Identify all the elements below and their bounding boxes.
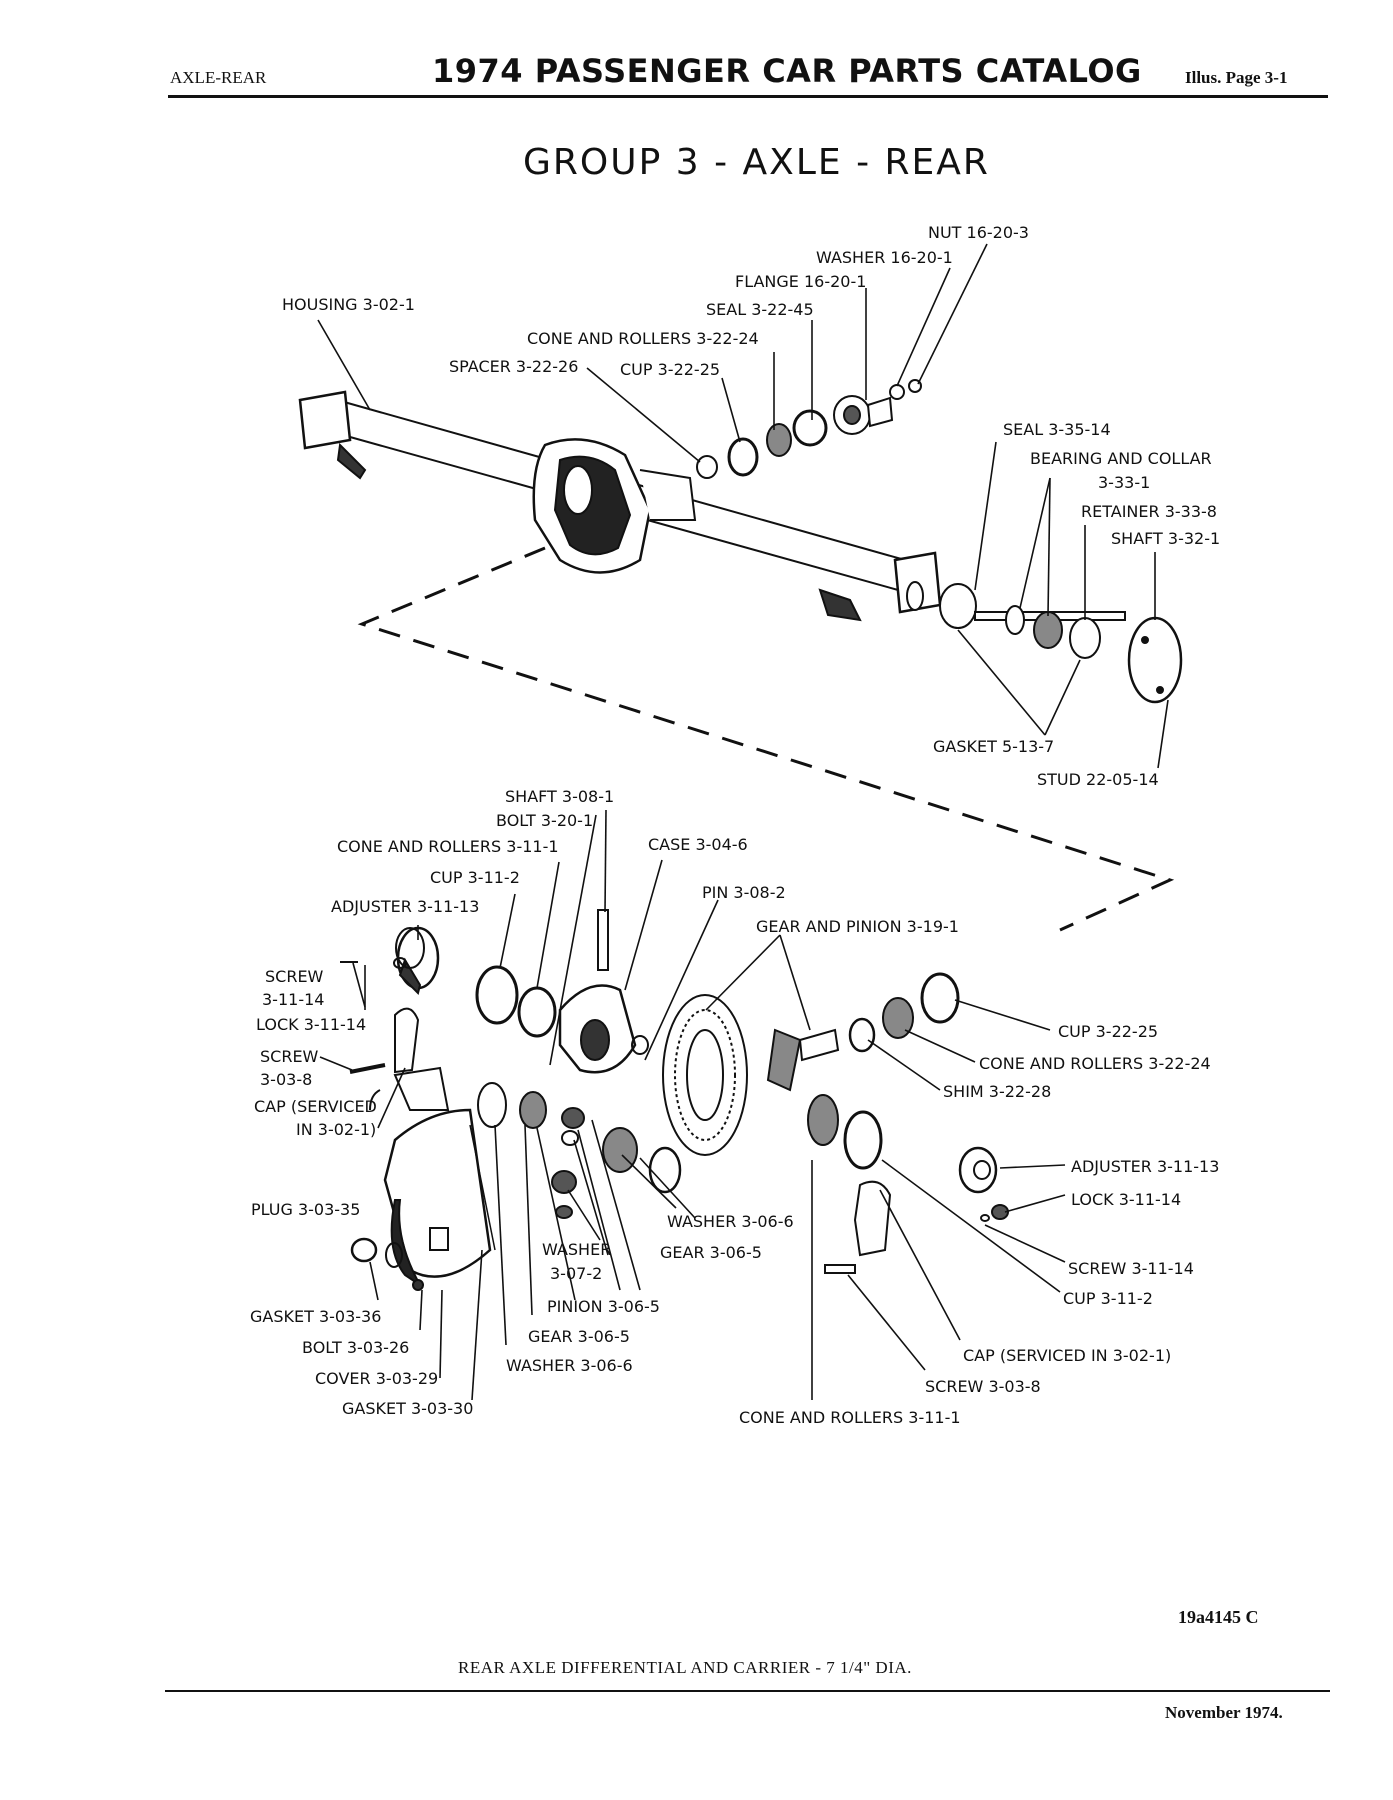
label-nut: NUT 16-20-3 [928, 223, 1029, 242]
label-gear-605-a: GEAR 3-06-5 [660, 1243, 762, 1262]
ring-gear-drawing [340, 927, 1009, 1274]
label-seal-top: SEAL 3-22-45 [706, 300, 814, 319]
pinion-top-parts [696, 379, 922, 479]
label-gasket-axle: GASKET 5-13-7 [933, 737, 1055, 756]
label-washer-606-a: WASHER 3-06-6 [667, 1212, 794, 1231]
dashed-connection [357, 546, 1175, 932]
label-cup-top: CUP 3-22-25 [620, 360, 721, 379]
label-bearing-collar-number: 3-33-1 [1098, 473, 1151, 492]
footer-rule [165, 1690, 1330, 1692]
figure-caption: REAR AXLE DIFFERENTIAL AND CARRIER - 7 1… [458, 1658, 912, 1677]
label-cap-right: CAP (SERVICED IN 3-02-1) [963, 1346, 1172, 1365]
label-flange: FLANGE 16-20-1 [735, 272, 867, 291]
label-adjuster-left: ADJUSTER 3-11-13 [331, 897, 480, 916]
label-spacer: SPACER 3-22-26 [449, 357, 579, 376]
axle-shaft-parts [906, 581, 1183, 704]
label-cover: COVER 3-03-29 [315, 1369, 439, 1388]
catalog-title: 1974 PASSENGER CAR PARTS CATALOG [432, 52, 1142, 90]
label-screw-left: SCREW [265, 967, 324, 986]
label-screw-right: SCREW 3-11-14 [1068, 1259, 1194, 1278]
axle-housing-drawing [298, 390, 942, 622]
label-gasket-3030: GASKET 3-03-30 [342, 1399, 474, 1418]
label-cup-left: CUP 3-11-2 [430, 868, 520, 887]
label-cup-right-lower: CUP 3-11-2 [1063, 1289, 1153, 1308]
figure-number: 19a4145 C [1178, 1607, 1259, 1627]
label-retainer: RETAINER 3-33-8 [1081, 502, 1217, 521]
label-gasket-cover: GASKET 3-03-36 [250, 1307, 382, 1326]
label-plug: PLUG 3-03-35 [251, 1200, 361, 1219]
label-lock-right: LOCK 3-11-14 [1071, 1190, 1182, 1209]
label-cone-rollers-bottom: CONE AND ROLLERS 3-11-1 [739, 1408, 961, 1427]
label-shaft-axle: SHAFT 3-32-1 [1111, 529, 1221, 548]
label-cup-right: CUP 3-22-25 [1058, 1022, 1159, 1041]
label-case: CASE 3-04-6 [648, 835, 748, 854]
label-housing: HOUSING 3-02-1 [282, 295, 415, 314]
label-pin: PIN 3-08-2 [702, 883, 786, 902]
label-screw-cap: SCREW [260, 1047, 319, 1066]
group-title: GROUP 3 - AXLE - REAR [523, 142, 990, 183]
label-screw-cap-number: 3-03-8 [260, 1070, 313, 1089]
label-washer-top: WASHER 16-20-1 [816, 248, 953, 267]
label-cone-rollers-left: CONE AND ROLLERS 3-11-1 [337, 837, 559, 856]
label-gear-605-b: GEAR 3-06-5 [528, 1327, 630, 1346]
label-shaft-diff: SHAFT 3-08-1 [505, 787, 615, 806]
section-name: AXLE-REAR [170, 68, 267, 87]
label-screw-left-number: 3-11-14 [262, 990, 325, 1009]
label-bolt-diff: BOLT 3-20-1 [496, 811, 594, 830]
label-lock-left: LOCK 3-11-14 [256, 1015, 367, 1034]
label-cone-rollers-right: CONE AND ROLLERS 3-22-24 [979, 1054, 1211, 1073]
label-stud: STUD 22-05-14 [1037, 770, 1159, 789]
label-bearing-collar: BEARING AND COLLAR [1030, 449, 1212, 468]
differential-left-parts [350, 909, 682, 1291]
label-washer-606-b: WASHER 3-06-6 [506, 1356, 633, 1375]
label-cap-left: CAP (SERVICED [254, 1097, 377, 1116]
page-reference: Illus. Page 3-1 [1185, 68, 1288, 87]
label-pinion-605: PINION 3-06-5 [547, 1297, 660, 1316]
header-rule [168, 95, 1328, 98]
label-adjuster-right: ADJUSTER 3-11-13 [1071, 1157, 1220, 1176]
label-seal-axle: SEAL 3-35-14 [1003, 420, 1111, 439]
label-cone-rollers-top: CONE AND ROLLERS 3-22-24 [527, 329, 759, 348]
label-cap-left-ref: IN 3-02-1) [296, 1120, 377, 1139]
label-washer-307: WASHER [542, 1240, 612, 1259]
label-shim: SHIM 3-22-28 [943, 1082, 1052, 1101]
publication-date: November 1974. [1165, 1703, 1283, 1722]
label-bolt-cover: BOLT 3-03-26 [302, 1338, 410, 1357]
label-screw-right-cap: SCREW 3-03-8 [925, 1377, 1041, 1396]
label-gear-pinion: GEAR AND PINION 3-19-1 [756, 917, 959, 936]
label-washer-307-number: 3-07-2 [550, 1264, 603, 1283]
